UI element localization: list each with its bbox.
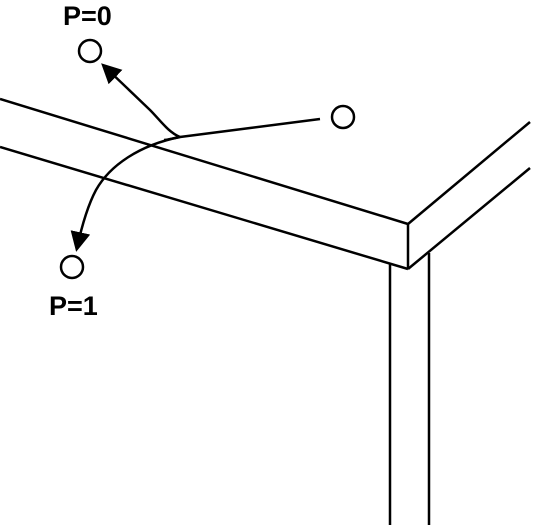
table-back-edge-upper <box>407 121 531 225</box>
transmitted-branch <box>70 135 181 252</box>
label-p1: P=1 <box>49 291 98 321</box>
table-edge-upper <box>0 97 409 226</box>
reflected-particle <box>77 38 103 64</box>
source-particle <box>330 104 356 130</box>
incoming-path <box>163 117 321 142</box>
table-edge-lower <box>0 145 409 271</box>
transmitted-particle <box>59 254 85 280</box>
table-back-edge-lower <box>407 167 531 270</box>
reflected-branch <box>101 63 181 139</box>
label-p0: P=0 <box>63 1 112 31</box>
